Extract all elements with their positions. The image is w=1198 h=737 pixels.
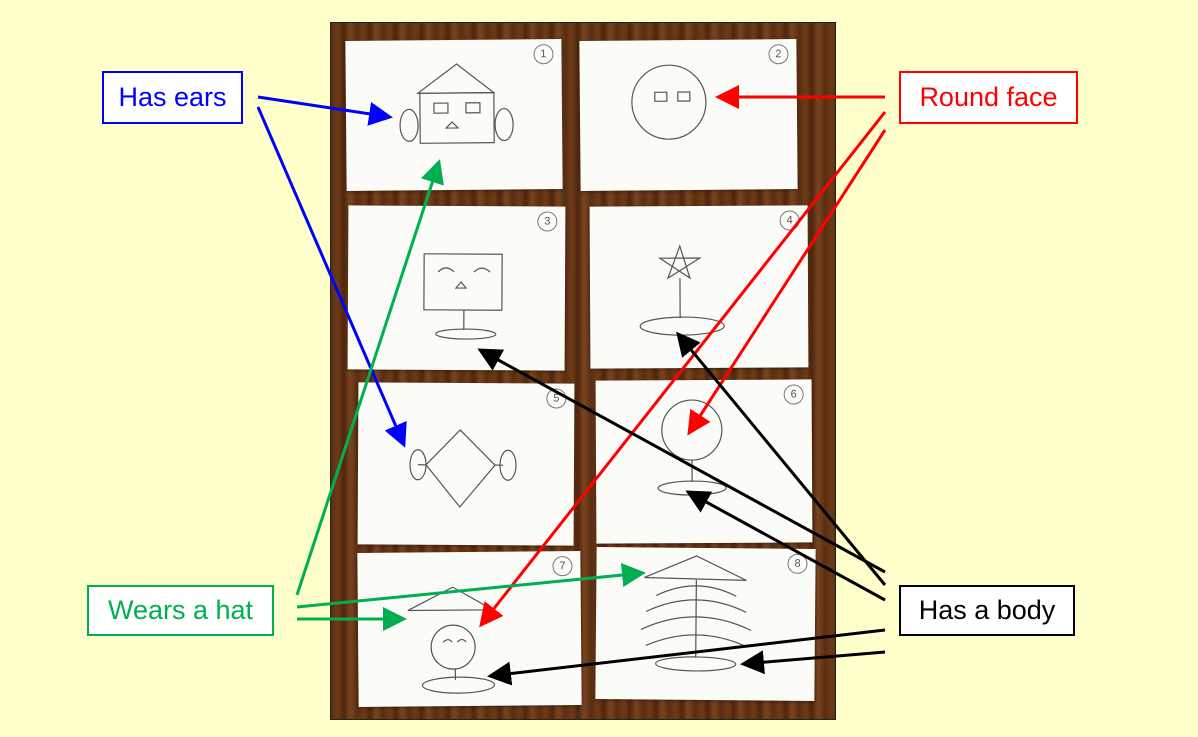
card-number: 8 [787,553,808,574]
card-1: 1 [345,39,563,191]
card-number: 7 [552,556,573,577]
card-5: 5 [357,382,575,546]
round-face-with-body-sketch [657,399,727,496]
card-number: 6 [783,384,804,405]
diamond-face-with-ears-sketch [409,429,517,508]
card-number: 3 [537,211,558,232]
card-number: 1 [533,44,554,65]
label-wears-a-hat: Wears a hat [87,585,274,636]
card-number: 4 [779,210,800,231]
label-round-face: Round face [899,71,1078,124]
card-8: 8 [595,547,816,701]
card-6: 6 [595,379,813,544]
card-7: 7 [357,551,582,707]
card-3: 3 [347,205,566,371]
card-number: 2 [768,44,789,65]
round-face-sketch [631,64,707,140]
square-face-with-body-sketch [423,253,503,340]
card-4: 4 [589,205,809,369]
label-has-ears: Has ears [102,71,243,124]
hat-and-ribbed-body-sketch [640,555,752,672]
star-head-with-body-sketch [639,244,725,336]
label-has-a-body: Has a body [899,585,1075,636]
round-face-with-hat-and-body-sketch [407,586,496,694]
card-2: 2 [579,39,798,191]
card-number: 5 [546,388,567,409]
robot-face-with-ears-and-hat-sketch [399,63,514,144]
